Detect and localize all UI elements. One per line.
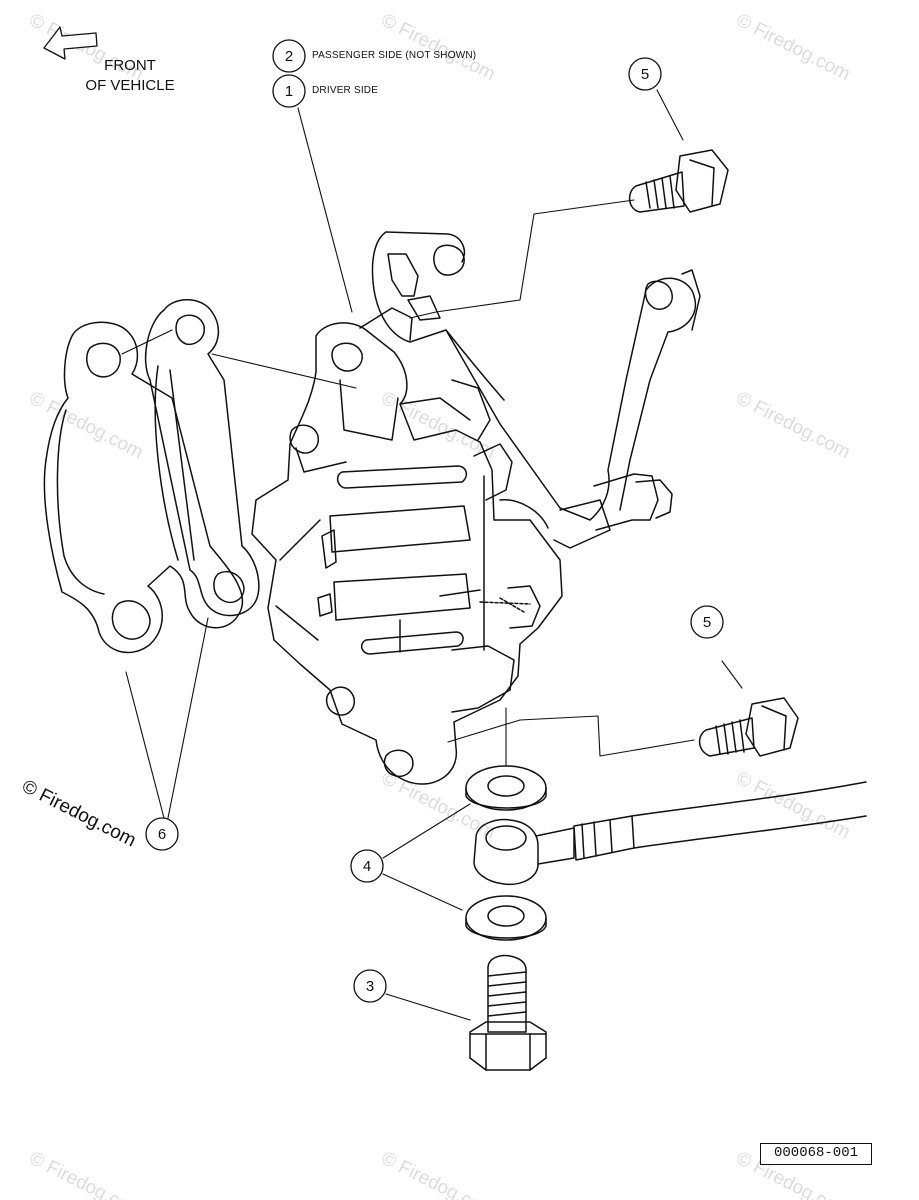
callout-4 [350, 849, 384, 883]
legend-text-driver-side: DRIVER SIDE [312, 85, 379, 96]
watermark-faint-3: © Firedog.com [733, 10, 854, 85]
mounting-bracket [371, 231, 701, 549]
caliper-body [251, 307, 563, 785]
callout-number-5-lower: 5 [703, 614, 711, 631]
sealing-washer-top [465, 765, 547, 811]
front-label-line2: OF VEHICLE [85, 77, 175, 94]
watermark-faint-4: © Firedog.com [26, 388, 147, 463]
callout-6 [145, 817, 179, 851]
part-callouts [145, 57, 724, 1003]
watermark-faint-9: © Firedog.com [26, 1148, 147, 1200]
legend-callouts [272, 39, 306, 108]
callout-number-3: 3 [366, 978, 374, 995]
callout-number-5-top: 5 [641, 66, 649, 83]
legend-callout-2 [272, 39, 306, 73]
callout-5-top [628, 57, 662, 91]
watermark-faint-6: © Firedog.com [733, 388, 854, 463]
watermark-faint-2: © Firedog.com [378, 10, 499, 85]
legend-text-passenger-side: PASSENGER SIDE (NOT SHOWN) [312, 50, 477, 61]
front-label-line1: FRONT [104, 57, 156, 74]
caliper-bolt-lower [698, 697, 799, 757]
front-arrow-icon [43, 26, 98, 60]
watermark-faint-5: © Firedog.com [378, 388, 499, 463]
faint-watermarks: © Firedog.com © Firedog.com © Firedog.co… [26, 10, 854, 1200]
watermark-faint-10: © Firedog.com [378, 1148, 499, 1200]
sealing-washer-bottom [465, 895, 547, 941]
legend-number-1: 1 [285, 83, 293, 100]
diagram-part-code: 000068-001 [760, 1143, 872, 1165]
brake-hose [573, 781, 867, 861]
banjo-bolt [469, 954, 547, 1071]
callout-3 [353, 969, 387, 1003]
callout-number-6: 6 [158, 826, 166, 843]
leader-lines [121, 89, 743, 1021]
banjo-fitting [473, 818, 575, 886]
callout-number-4: 4 [363, 858, 371, 875]
brake-pad-outer [43, 321, 244, 654]
legend-number-2: 2 [285, 48, 293, 65]
front-of-vehicle-label: FRONT OF VEHICLE [74, 56, 186, 96]
legend-callout-1 [272, 74, 306, 108]
caliper-bolt-top [628, 149, 729, 213]
callout-5-lower [690, 605, 724, 639]
brake-pad-inner [144, 299, 260, 617]
